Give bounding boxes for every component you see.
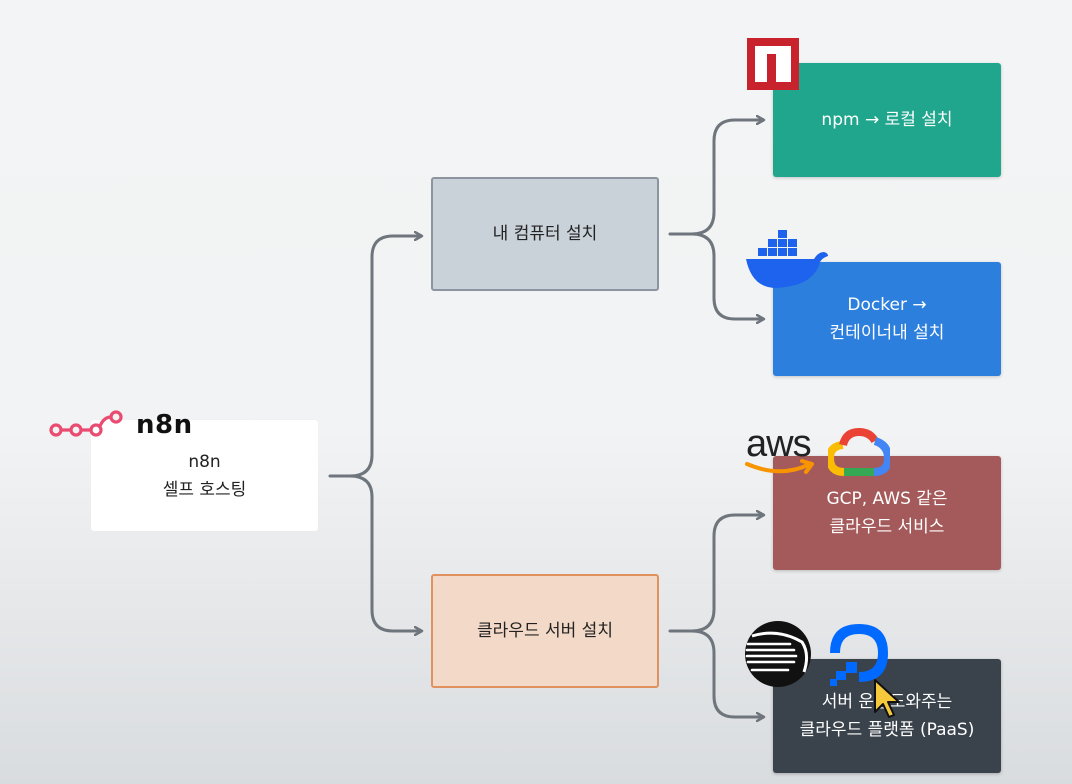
npm-icon [747, 38, 799, 90]
aws-logo-text: aws [746, 423, 812, 465]
n8n-logo-icon [49, 410, 123, 437]
railway-icon [745, 621, 811, 687]
docker-whale-icon [746, 230, 828, 288]
cloud-service-line2: 클라우드 서비스 [829, 517, 945, 537]
root-node: n8n 셀프 호스팅 [91, 420, 318, 531]
cloud-service-node: GCP, AWS 같은 클라우드 서비스 [773, 456, 1001, 570]
edge-local-npm [668, 120, 763, 236]
edge-root-local [328, 236, 421, 478]
edge-cloud-gcp [668, 515, 763, 633]
root-subtitle: 셀프 호스팅 [162, 479, 247, 500]
google-cloud-icon [828, 428, 890, 476]
aws-icon [745, 459, 814, 474]
edge-root-cloud [348, 474, 421, 631]
edge-local-docker [690, 232, 763, 319]
docker-label-line1: Docker → [847, 295, 927, 315]
root-title: n8n [188, 451, 221, 472]
npm-node: npm → 로컬 설치 [773, 63, 1001, 177]
paas-line2: 클라우드 플랫폼 (PaaS) [799, 720, 975, 740]
paas-node: 서버 운영도와주는 클라우드 플랫폼 (PaaS) [773, 659, 1001, 773]
local-install-node: 내 컴퓨터 설치 [431, 177, 659, 291]
digitalocean-icon [830, 624, 888, 686]
npm-label: npm → 로컬 설치 [821, 110, 953, 130]
cloud-service-line1: GCP, AWS 같은 [826, 489, 948, 509]
n8n-logo-text: n8n [136, 410, 193, 440]
mouse-cursor-icon [874, 679, 900, 718]
edge-cloud-paas [690, 629, 763, 717]
cloud-server-node: 클라우드 서버 설치 [431, 574, 659, 688]
local-install-label: 내 컴퓨터 설치 [492, 224, 598, 244]
docker-label-line2: 컨테이너내 설치 [829, 323, 945, 343]
n8n-logo: n8n [48, 405, 208, 445]
cloud-server-label: 클라우드 서버 설치 [477, 621, 613, 641]
docker-node: Docker → 컨테이너내 설치 [773, 262, 1001, 376]
